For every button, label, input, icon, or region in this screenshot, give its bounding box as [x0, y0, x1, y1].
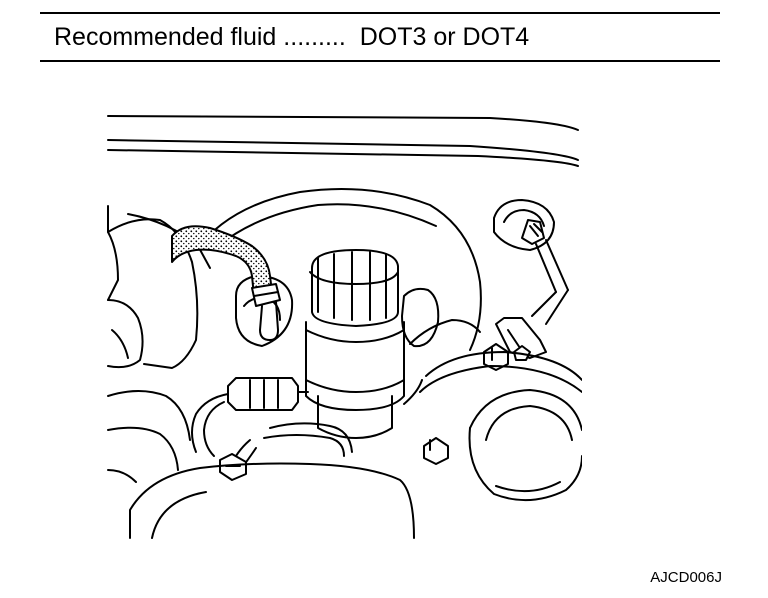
bolt-lower — [423, 437, 449, 465]
hood-edge — [107, 115, 579, 167]
brake-lines — [219, 422, 353, 481]
spec-leader: ......... — [283, 23, 346, 51]
engine-bay-illustration — [107, 115, 582, 539]
bottom-rule — [40, 60, 720, 62]
bolt-upper — [483, 343, 509, 371]
level-sensor-connector — [191, 377, 309, 457]
lower-engine — [107, 319, 481, 539]
strut-tower — [419, 351, 582, 502]
brake-booster — [195, 188, 482, 351]
spec-label: Recommended fluid — [54, 23, 277, 51]
recommended-fluid-spec: Recommended fluid ......... DOT3 or DOT4 — [54, 22, 529, 52]
firewall-bracket — [493, 199, 569, 361]
vacuum-hose — [171, 225, 281, 341]
top-rule — [40, 12, 720, 14]
figure-code: AJCD006J — [650, 569, 722, 586]
spec-value: DOT3 or DOT4 — [359, 23, 530, 51]
fluid-reservoir — [305, 249, 405, 439]
